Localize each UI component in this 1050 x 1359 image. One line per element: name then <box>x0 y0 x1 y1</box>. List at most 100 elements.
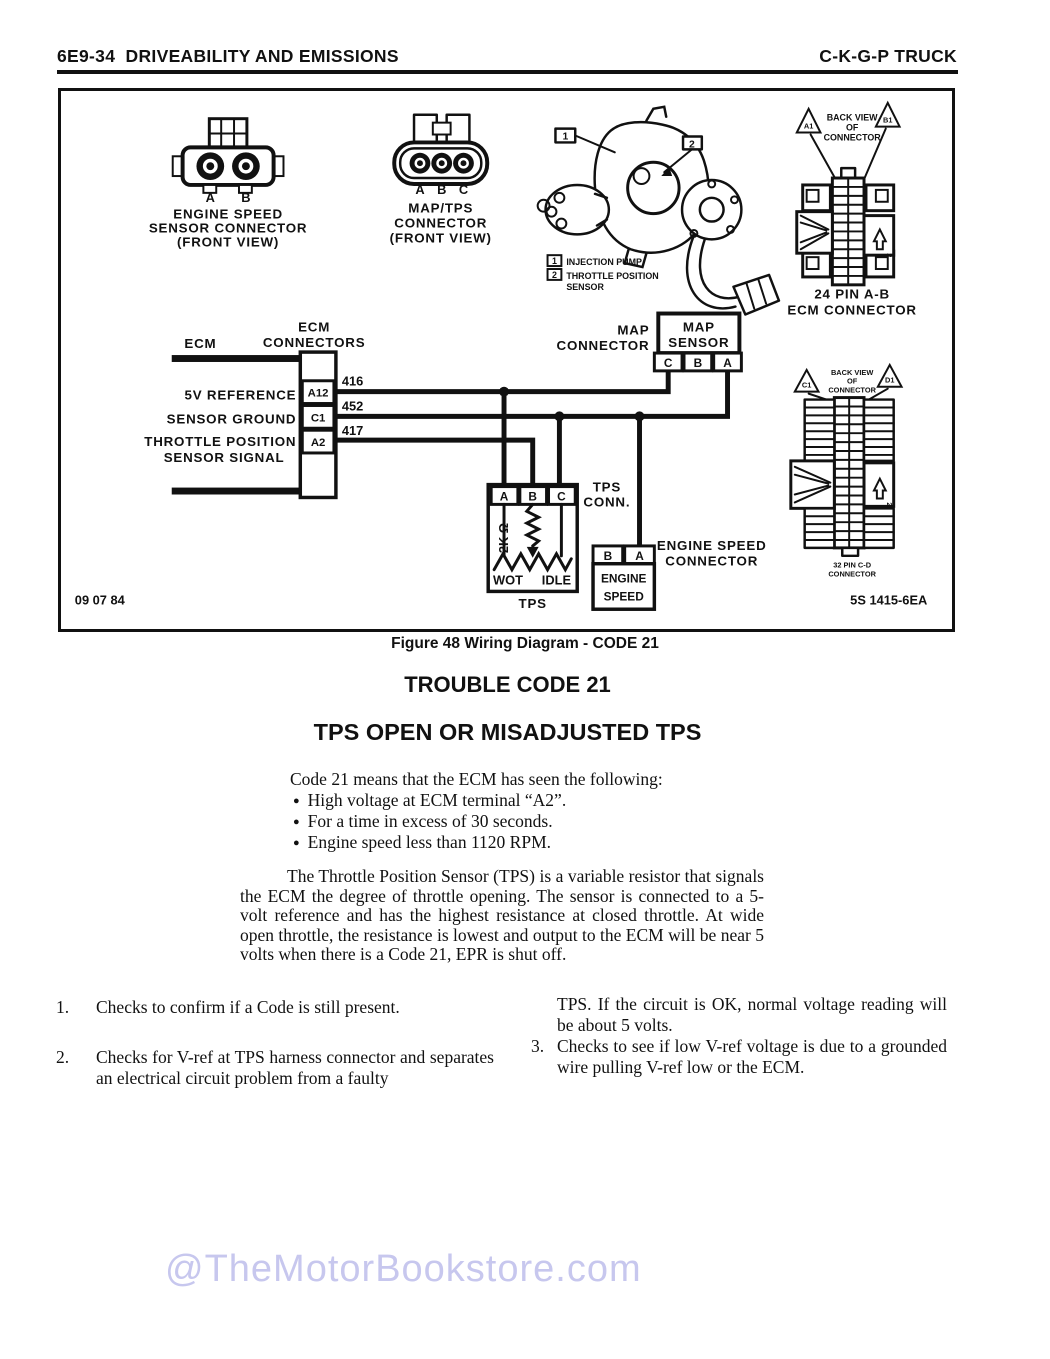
map-tps-connector-front: A B C MAP/TPS CONNECTOR (FRONT VIEW) <box>390 113 492 245</box>
bullet-dot: ● <box>293 837 300 849</box>
es-text-2: SPEED <box>604 589 645 603</box>
wire-452 <box>335 370 731 419</box>
map-pin-c: C <box>664 356 673 370</box>
c24-backview-1: BACK VIEW <box>827 113 878 123</box>
tps-pin-c: C <box>557 489 566 503</box>
bullet-text: For a time in excess of 30 seconds. <box>307 811 553 831</box>
map-sensor-block: MAP SENSOR C B A MAP CONNECTOR <box>557 311 743 373</box>
c32-key-2: 2 <box>885 502 894 506</box>
figure-caption: Figure 48 Wiring Diagram - CODE 21 <box>391 635 659 652</box>
pump-legend-2: THROTTLE POSITION <box>566 271 658 281</box>
es-pin-b: B <box>604 549 613 563</box>
check-2-text: Checks for V-ref at TPS harness connecto… <box>96 1047 494 1088</box>
c32-label-1: 32 PIN C-D <box>833 561 872 570</box>
tps-idle-label: IDLE <box>542 572 572 587</box>
c32-backview-2: OF <box>847 377 858 386</box>
bullet-dot: ● <box>293 795 300 807</box>
ecm-pin-c1: C1 <box>311 412 326 424</box>
c24-backview-2: OF <box>846 123 859 133</box>
map-pin-b: B <box>694 356 703 370</box>
description-paragraph: The Throttle Position Sensor (TPS) is a … <box>240 866 764 965</box>
pump-legend-1: INJECTION PUMP <box>566 257 642 267</box>
check-2-continuation: TPS. If the circuit is OK, normal voltag… <box>557 994 947 1035</box>
tps-wot-label: WOT <box>493 572 523 587</box>
wiring: 416 452 417 <box>335 370 731 546</box>
bullet-text: Engine speed less than 1120 RPM. <box>307 832 552 852</box>
es-connector-label-1: ENGINE SPEED <box>657 538 767 553</box>
mtc-label-1: MAP/TPS <box>408 201 473 216</box>
tps-resistance-label: 2K Ω <box>496 523 511 553</box>
tps-pin-b: B <box>528 489 537 503</box>
tps-conn-label-1: TPS <box>593 480 621 495</box>
mtc-pin-a: A <box>415 182 424 197</box>
ecm-schematic: ECM ECM CONNECTORS A12 C1 A2 5V REFERENC… <box>144 319 366 500</box>
tps-name-label: TPS <box>519 596 547 611</box>
es-text-1: ENGINE <box>601 572 647 586</box>
esc-pin-b: B <box>241 190 250 205</box>
map-connector-label-2: CONNECTOR <box>557 338 650 353</box>
mtc-label-3: (FRONT VIEW) <box>390 230 492 245</box>
engine-speed-block: B A ENGINE SPEED ENGINE SPEED CONNECTOR <box>591 538 767 611</box>
ecm-label: ECM <box>184 336 216 351</box>
trouble-code-title: TROUBLE CODE 21 <box>404 672 611 697</box>
bullet-text: High voltage at ECM terminal “A2”. <box>307 790 567 810</box>
c32-tri-c1: C1 <box>802 381 811 390</box>
c24-tri-a1: A1 <box>804 122 813 131</box>
esc-label-2: SENSOR CONNECTOR <box>149 220 307 235</box>
pump-legend-2-num: 2 <box>552 270 557 280</box>
esc-label-3: (FRONT VIEW) <box>177 234 279 249</box>
bullet-item: ● For a time in excess of 30 seconds. <box>293 811 813 832</box>
tps-conn-label-2: CONN. <box>583 494 630 509</box>
intro-line: Code 21 means that the ECM has seen the … <box>290 769 663 789</box>
header-rule <box>57 70 958 74</box>
map-sensor-text-2: SENSOR <box>668 335 729 350</box>
check-2-number: 2. <box>56 1047 70 1067</box>
watermark: @TheMotorBookstore.com <box>165 1248 642 1290</box>
ecm-connectors-label-1: ECM <box>298 319 330 334</box>
wire-416-label: 416 <box>342 374 363 389</box>
map-sensor-text-1: MAP <box>683 319 715 334</box>
c32-backview-3: CONNECTOR <box>828 386 876 395</box>
map-connector-label-1: MAP <box>617 322 649 337</box>
c32-tri-d1: D1 <box>885 376 894 385</box>
tps-pin-a: A <box>500 489 509 503</box>
pump-callout-2: 2 <box>689 139 695 150</box>
es-connector-label-2: CONNECTOR <box>665 554 758 569</box>
ecm-pin-a12: A12 <box>308 388 329 400</box>
page-header-left: 6E9-34 DRIVEABILITY AND EMISSIONS <box>57 46 399 66</box>
c24-label-1: 24 PIN A-B <box>814 287 890 302</box>
figure-date-code: 09 07 84 <box>75 592 126 607</box>
ecm-pin-a2: A2 <box>311 437 326 449</box>
connector-24-pin-ab: BACK VIEW OF CONNECTOR A1 B1 <box>787 100 916 318</box>
connector-32-pin-cd: BACK VIEW OF CONNECTOR C1 D1 <box>789 362 904 579</box>
page-header-right: C-K-G-P TRUCK <box>819 46 957 66</box>
check-1-number: 1. <box>56 997 70 1017</box>
check-1-text: Checks to confirm if a Code is still pre… <box>96 997 400 1017</box>
c24-backview-3: CONNECTOR <box>824 132 882 142</box>
esc-label-1: ENGINE SPEED <box>173 207 283 222</box>
bullet-dot: ● <box>293 816 300 828</box>
wire-416 <box>335 370 671 395</box>
es-pin-a: A <box>635 549 644 563</box>
c32-label-2: CONNECTOR <box>828 570 876 579</box>
wire-452-label: 452 <box>342 398 363 413</box>
engine-speed-sensor-connector-front: A B ENGINE SPEED SENSOR CONNECTOR (FRONT… <box>149 117 307 249</box>
wire-417-label: 417 <box>342 423 363 438</box>
ecm-signal-sensor-ground: SENSOR GROUND <box>167 411 297 426</box>
injection-pump-illustration: 1 2 1 INJECTION PUMP 2 THROTTLE POSITION… <box>536 105 781 316</box>
ecm-signal-throttle-position: THROTTLE POSITION <box>144 434 296 449</box>
mtc-label-2: CONNECTOR <box>394 215 487 230</box>
pump-legend-1-num: 1 <box>552 256 557 266</box>
pump-callout-1: 1 <box>562 131 568 142</box>
check-3-text: Checks to see if low V-ref voltage is du… <box>557 1036 947 1077</box>
esc-pin-a: A <box>206 190 215 205</box>
wiring-diagram-svg: A B ENGINE SPEED SENSOR CONNECTOR (FRONT… <box>75 100 927 611</box>
figure-part-code: 5S 1415-6EA <box>850 592 927 607</box>
ecm-signal-sensor-signal: SENSOR SIGNAL <box>164 450 285 465</box>
c24-tri-b1: B1 <box>883 116 892 125</box>
tps-block: A B C 2K Ω WOT IDLE TPS TPS CONN. <box>486 480 630 611</box>
ecm-connectors-label-2: CONNECTORS <box>263 335 366 350</box>
mtc-pin-c: C <box>459 182 468 197</box>
ecm-signal-5v-reference: 5V REFERENCE <box>185 388 297 403</box>
